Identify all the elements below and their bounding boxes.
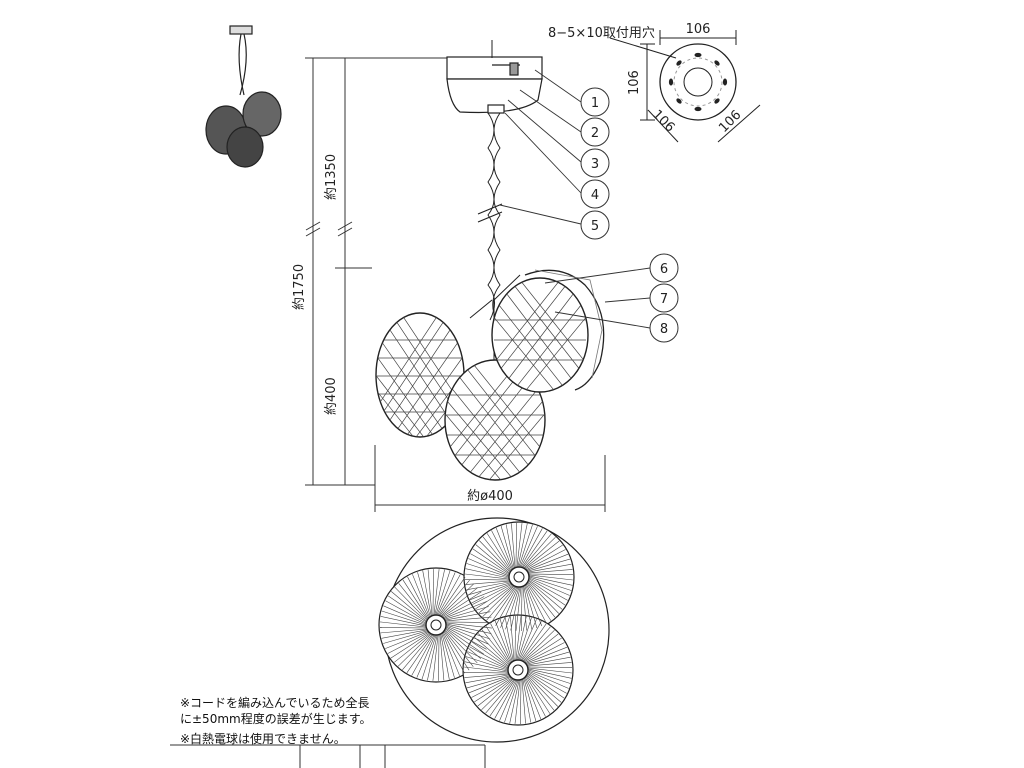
canopy-height-label: 106 <box>627 70 642 95</box>
callout-5: 5 <box>591 219 599 234</box>
plan-shade-top-ribs <box>464 522 574 632</box>
note-line-2: に±50mm程度の誤差が生じます。 <box>180 712 372 726</box>
braided-cord <box>469 40 521 360</box>
title-block-lines <box>170 744 486 768</box>
canopy-plan-view <box>609 30 761 143</box>
plan-shade-left-ribs <box>380 569 492 681</box>
overall-height-label: 約1750 <box>292 264 307 310</box>
note-line-1: ※コードを編み込んでいるため全長 <box>180 696 370 710</box>
callout-1: 1 <box>591 96 599 111</box>
vertical-dimensions <box>305 57 450 486</box>
spread-width-label: 約ø400 <box>467 489 513 504</box>
shade-height-label: 約400 <box>324 377 339 415</box>
shade-outline-frame <box>524 269 605 391</box>
thumb-shade-right <box>242 91 282 137</box>
callout-markers <box>580 87 679 343</box>
horizontal-dimension <box>374 445 606 512</box>
callout-8: 8 <box>660 322 668 337</box>
leader-lines <box>499 69 651 329</box>
plan-shade-bottom-ribs <box>463 615 573 725</box>
shade-bottom <box>444 359 546 481</box>
ceiling-canopy <box>446 56 543 114</box>
callout-7: 7 <box>660 292 668 307</box>
bottom-plan-view <box>378 517 610 743</box>
mounting-holes-label: 8−5×10取付用穴 <box>548 26 655 41</box>
thumb-shade-bottom <box>226 126 264 168</box>
callout-4: 4 <box>591 188 599 203</box>
thumbnail-pendant <box>205 25 282 168</box>
cord-length-label: 約1350 <box>324 154 339 200</box>
shade-right <box>491 269 605 393</box>
canopy-width-label: 106 <box>686 22 711 37</box>
callout-6: 6 <box>660 262 668 277</box>
callout-3: 3 <box>591 157 599 172</box>
callout-2: 2 <box>591 126 599 141</box>
note-line-3: ※白熱電球は使用できません。 <box>180 732 346 746</box>
